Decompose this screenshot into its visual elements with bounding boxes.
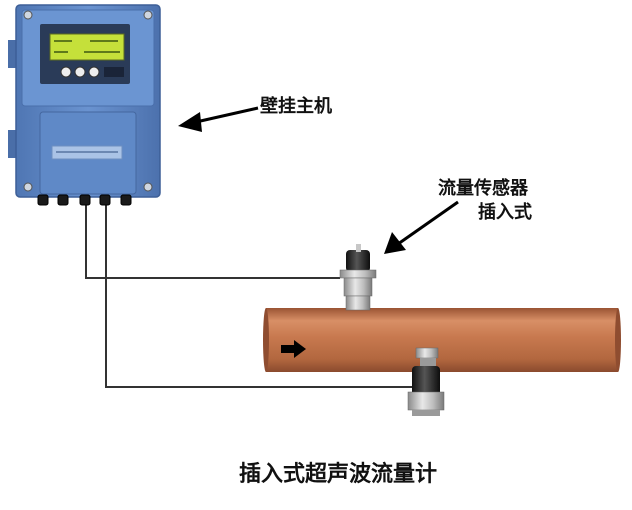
sensor-label-line1: 流量传感器	[438, 178, 528, 199]
diagram-title: 插入式超声波流量计	[238, 462, 437, 487]
host-pointer-arrow	[178, 106, 259, 132]
insertion-sensor-downstream	[407, 347, 445, 416]
lcd-screen	[49, 33, 125, 61]
flow-direction-arrow	[281, 340, 306, 358]
host-label: 壁挂主机	[260, 96, 332, 117]
keypad-button	[74, 66, 86, 78]
keypad-button	[60, 66, 72, 78]
pipe	[263, 308, 621, 372]
sensor-pointer-arrow	[384, 200, 459, 254]
wall-mount-host	[8, 4, 161, 206]
keypad-button	[88, 66, 100, 78]
downstream-cable	[105, 198, 412, 388]
upstream-cable	[85, 198, 340, 279]
signal-cables	[85, 198, 412, 388]
sensor-label-line2: 插入式	[478, 202, 532, 223]
insertion-sensor-upstream	[339, 244, 377, 311]
